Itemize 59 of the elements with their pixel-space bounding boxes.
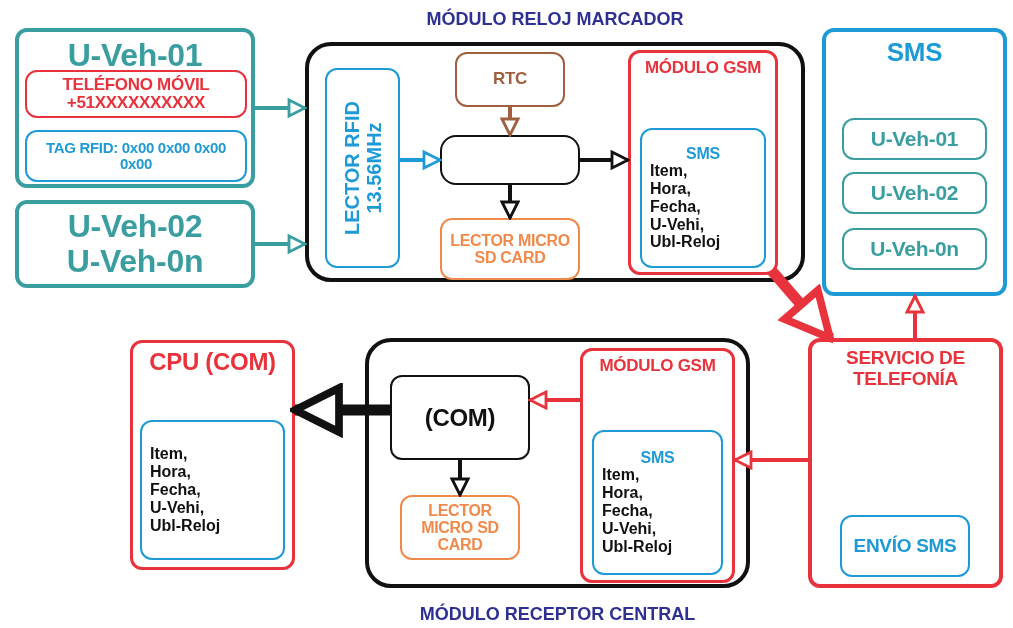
arrow [733, 450, 808, 470]
gsm-module-box [628, 50, 778, 275]
arrow [400, 150, 442, 170]
arrow [500, 185, 520, 220]
sms-panel [822, 28, 1007, 296]
vehicle-unit-box [15, 200, 255, 288]
box-title: U-Veh-02 [67, 209, 203, 244]
sms-box [640, 128, 766, 268]
microcontroller-box [390, 375, 530, 460]
field-list: Item, Hora, Fecha, U-Vehi, Ubl-Reloj [598, 466, 677, 556]
box-title: TAG RFID: 0x00 0x00 0x00 0x00 [44, 139, 228, 173]
field-list: Item, Hora, Fecha, U-Vehi, Ubl-Reloj [146, 445, 225, 535]
arrow [291, 384, 390, 436]
arrow [500, 107, 520, 137]
field-list: Item, Hora, Fecha, U-Vehi, Ubl-Reloj [646, 161, 725, 252]
rfid-reader-box [325, 68, 400, 268]
rfid-tag-box [25, 130, 247, 182]
box-text: U-Veh-0n [66, 244, 204, 279]
box-title: SMS [640, 449, 675, 467]
microcontroller-box [440, 135, 580, 185]
box-title: TELÉFONO MÓVIL +51XXXXXXXXXX [61, 75, 211, 113]
box-title: MÓDULO GSM [599, 357, 716, 376]
arrow [905, 294, 925, 338]
box-title: RTC [492, 70, 527, 89]
phone-number-box [25, 70, 247, 118]
data-box [140, 420, 285, 560]
box-title: SMS [886, 38, 943, 67]
box-title: U-Veh-02 [870, 181, 959, 205]
send-sms-box [840, 515, 970, 577]
box-title: SERVICIO DE TELEFONÍA [845, 348, 966, 390]
module-title: MÓDULO RELOJ MARCADOR [425, 10, 685, 30]
module-title: MÓDULO RECEPTOR CENTRAL [418, 604, 697, 624]
vehicle-unit-box [842, 118, 987, 160]
vehicle-unit-box [842, 228, 987, 270]
gsm-module-box [580, 348, 735, 583]
arrow [255, 234, 307, 254]
rtc-box [455, 52, 565, 107]
box-title: U-Veh-0n [870, 237, 959, 261]
box-title: U-Veh-01 [870, 127, 959, 151]
arrow [528, 390, 580, 410]
vertical-label: LECTOR RFID 13.56MHz [340, 99, 385, 238]
box-title: ENVÍO SMS [853, 535, 957, 557]
arrow [255, 98, 307, 118]
cpu-box [130, 340, 295, 570]
box-title: (COM) [424, 404, 496, 431]
vehicle-unit-box [15, 28, 255, 188]
sms-box [592, 430, 723, 575]
vehicle-unit-box [842, 172, 987, 214]
sd-card-reader-box [440, 218, 580, 280]
box-title: LECTOR MICRO SD CARD [420, 501, 500, 554]
box-title: MÓDULO GSM [645, 59, 761, 78]
box-title: CPU (COM) [149, 349, 276, 375]
box-title: U-Veh-01 [67, 38, 203, 73]
box-title: LECTOR MICRO SD CARD [449, 231, 571, 267]
box-title: SMS [686, 144, 720, 162]
telephony-service-box [808, 338, 1003, 588]
arrow [580, 150, 630, 170]
arrow [450, 460, 470, 497]
sd-card-reader-box [400, 495, 520, 560]
